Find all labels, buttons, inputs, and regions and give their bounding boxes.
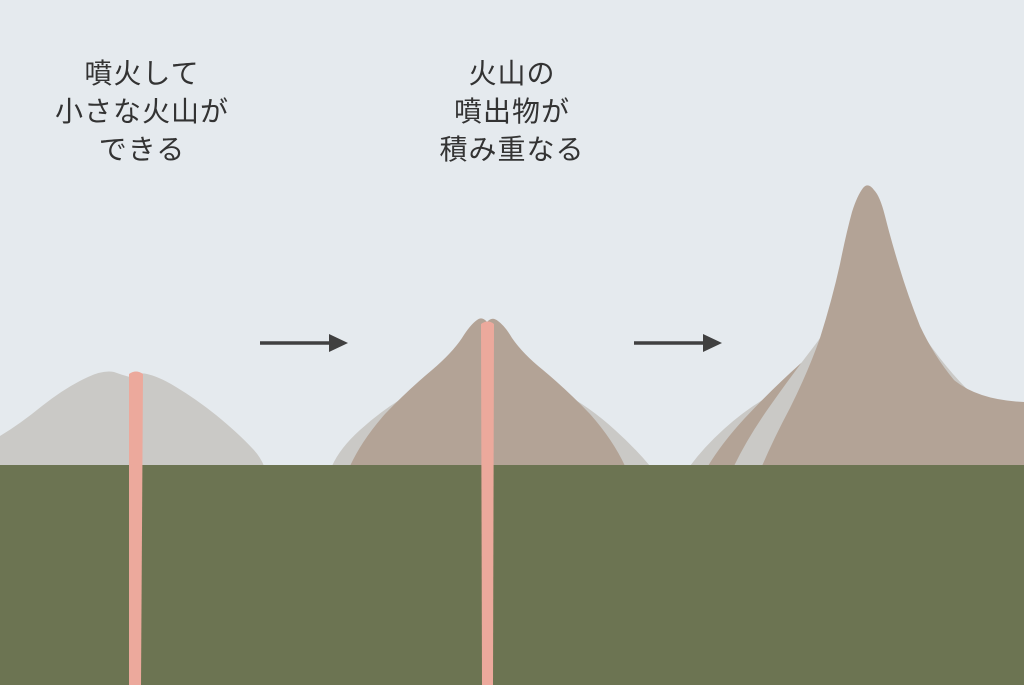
arrow-2-head bbox=[703, 334, 722, 352]
stage-2-label: 火山の 噴出物が 積み重なる bbox=[439, 59, 585, 166]
arrow-2 bbox=[634, 334, 722, 352]
magma-conduit-1 bbox=[129, 371, 143, 685]
magma-conduit-2 bbox=[481, 321, 494, 685]
arrow-1-head bbox=[329, 334, 348, 352]
arrow-1 bbox=[260, 334, 348, 352]
ground bbox=[0, 465, 1024, 685]
stage-1-label: 噴火して 小さな火山が できる bbox=[54, 59, 229, 166]
volcano-3-cap-brown bbox=[762, 185, 1024, 466]
